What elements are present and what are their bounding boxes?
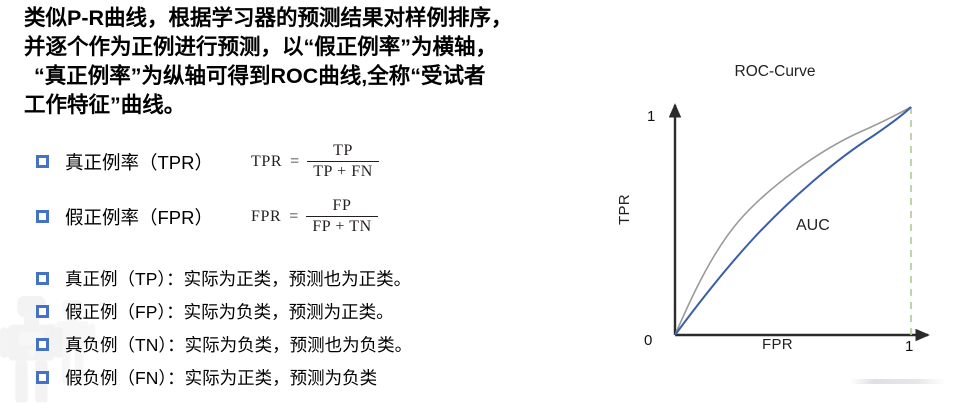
tpr-numerator: TP xyxy=(333,142,353,159)
origin-tick-0: 0 xyxy=(644,332,653,349)
fpr-formula-lhs: FPR xyxy=(251,207,282,225)
fpr-denominator: FP + TN xyxy=(306,216,378,236)
tpr-formula: TPR = TP TP + FN xyxy=(251,142,379,181)
heading-line-3: “真正例率”为纵轴可得到ROC曲线,全称“受试者 xyxy=(34,64,486,88)
tpr-formula-equals: = xyxy=(290,152,300,170)
x-axis-tick-1: 1 xyxy=(905,338,914,355)
tpr-label: 真正例率（TPR） xyxy=(65,151,214,173)
fpr-formula-equals: = xyxy=(289,207,299,225)
chart-canvas xyxy=(668,103,930,342)
lower-roc-curve xyxy=(674,106,912,336)
list-item: 假负例（FN）：实际为正类，预测为负类 xyxy=(36,361,636,394)
x-axis-label: FPR xyxy=(762,336,793,353)
square-bullet-icon xyxy=(36,272,49,285)
rate-definition-list: 真正例率（TPR） TPR = TP TP + FN 假正例率（FPR） FPR… xyxy=(36,134,616,244)
heading-line-2: 并逐个作为正例进行预测，以“假正例率”为横轴， xyxy=(24,35,498,59)
definition-tn: 真负例（TN）：实际为负类，预测也为负类。 xyxy=(65,335,413,355)
definition-fp: 假正例（FP）：实际为负类，预测为正类。 xyxy=(65,302,394,322)
square-bullet-icon xyxy=(36,371,49,384)
chart-title: ROC-Curve xyxy=(734,63,816,80)
list-item: 假正例（FP）：实际为负类，预测为正类。 xyxy=(36,295,636,328)
definition-tp: 真正例（TP）：实际为正类，预测也为正类。 xyxy=(65,269,412,289)
confusion-matrix-definition-list: 真正例（TP）：实际为正类，预测也为正类。 假正例（FP）：实际为负类，预测为正… xyxy=(36,262,636,394)
page-title: 类似P-R曲线，根据学习器的预测结果对样例排序， 并逐个作为正例进行预测，以“假… xyxy=(24,4,624,120)
fpr-label: 假正例率（FPR） xyxy=(65,206,214,228)
list-item: 假正例率（FPR） FPR = FP FP + TN xyxy=(36,189,616,244)
tpr-formula-lhs: TPR xyxy=(251,152,283,170)
list-item: 真负例（TN）：实际为负类，预测也为负类。 xyxy=(36,328,636,361)
list-item: 真正例率（TPR） TPR = TP TP + FN xyxy=(36,134,616,189)
square-bullet-icon xyxy=(36,305,49,318)
list-item: 真正例（TP）：实际为正类，预测也为正类。 xyxy=(36,262,636,295)
square-bullet-icon xyxy=(36,155,49,168)
y-axis-tick-1: 1 xyxy=(647,108,656,125)
definition-fn: 假负例（FN）：实际为正类，预测为负类 xyxy=(65,368,378,388)
auc-annotation: AUC xyxy=(796,217,830,234)
heading-line-1: 类似P-R曲线，根据学习器的预测结果对样例排序， xyxy=(24,6,513,30)
roc-curve-chart: ROC-Curve TPR FPR 1 0 1 AUC xyxy=(616,50,964,380)
fpr-formula: FPR = FP FP + TN xyxy=(251,197,378,236)
square-bullet-icon xyxy=(36,210,49,223)
tpr-fraction: TP TP + FN xyxy=(307,142,379,181)
square-bullet-icon xyxy=(36,338,49,351)
fpr-fraction: FP FP + TN xyxy=(306,197,378,236)
heading-line-4: 工作特征”曲线。 xyxy=(24,93,186,117)
fpr-numerator: FP xyxy=(332,197,352,214)
tpr-denominator: TP + FN xyxy=(307,161,379,181)
upper-roc-curve xyxy=(674,106,912,336)
